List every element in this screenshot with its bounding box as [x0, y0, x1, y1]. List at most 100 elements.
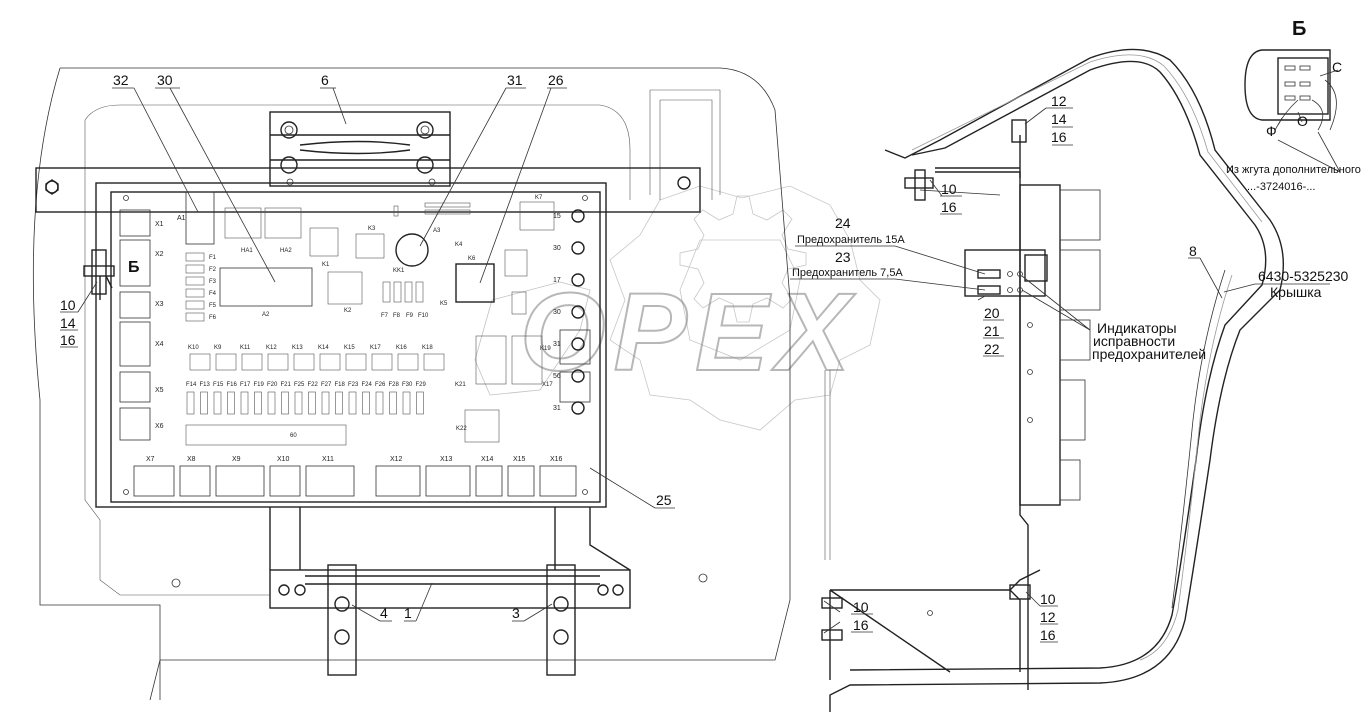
relay-label: K16	[396, 345, 407, 351]
view-marker-b: Б	[128, 259, 140, 276]
fuse	[186, 391, 195, 415]
label-indicators-2: исправности	[1093, 333, 1175, 349]
left-clip	[83, 249, 115, 300]
fuse-label: F27	[321, 382, 332, 388]
label-x1: X1	[155, 221, 164, 228]
watermark-gear	[609, 185, 881, 431]
label-f10: F10	[418, 313, 429, 319]
fuse-label: F30	[402, 382, 413, 388]
label-f3: F3	[209, 279, 217, 285]
connector	[375, 465, 421, 497]
relay	[319, 353, 341, 371]
label-indicators-3: предохранителей	[1092, 346, 1206, 362]
left-connectors: X1 X2 X3 X4 X5 X6	[119, 209, 164, 441]
fuse	[375, 391, 384, 415]
callout-4: 4	[380, 605, 388, 621]
callout-m16: 16	[941, 199, 957, 215]
callout-20: 20	[984, 305, 1000, 321]
fuse	[308, 391, 316, 415]
connector	[305, 465, 355, 497]
relay-label: K9	[214, 345, 222, 351]
label-cover-name: Крышка	[1270, 284, 1322, 300]
label-x17: X17	[542, 382, 553, 388]
fuse-label: F24	[362, 382, 373, 388]
connector-label: X13	[440, 456, 453, 463]
relay-label: K13	[292, 345, 303, 351]
fuse-label: F13	[200, 382, 211, 388]
terminal	[571, 337, 585, 351]
callout-1: 1	[404, 605, 412, 621]
fuse	[335, 391, 343, 415]
fuse-label: F16	[227, 382, 238, 388]
label-ha1: HA1	[241, 248, 253, 254]
callout-23: 23	[835, 249, 851, 265]
connector-label: X12	[390, 456, 403, 463]
callout-25: 25	[656, 492, 672, 508]
watermark-label: OPEX	[520, 271, 856, 394]
callout-31: 31	[507, 72, 523, 88]
callout-br12: 12	[1040, 609, 1056, 625]
fuse-label: F26	[375, 382, 386, 388]
relay-label: K15	[344, 345, 355, 351]
fuse	[227, 391, 235, 415]
label-f2: F2	[209, 267, 217, 273]
label-x3: X3	[155, 301, 164, 308]
callout-24: 24	[835, 215, 851, 231]
label-f8: F8	[393, 313, 401, 319]
top-bracket	[269, 111, 451, 187]
fuse-label: F18	[335, 382, 346, 388]
callout-26: 26	[548, 72, 564, 88]
label-indicators-1: Индикаторы	[1097, 320, 1177, 336]
connector	[507, 465, 535, 497]
callout-r16: 16	[1051, 129, 1067, 145]
label-harness-1: Из жгута дополнительного	[1226, 164, 1361, 176]
label-a3: A3	[433, 228, 441, 234]
label-k19: K19	[540, 346, 551, 352]
fuse	[240, 391, 249, 415]
label-harness-2: ...-3724016-...	[1247, 181, 1316, 193]
fuse-label: F29	[416, 382, 427, 388]
connector	[425, 465, 471, 497]
terminal-label: 31	[553, 405, 561, 412]
connector-label: X8	[187, 456, 196, 463]
left-callouts: 32 30 6 31 26 25 4 1 3 10 14 16 Б	[60, 72, 675, 622]
relay-label: K10	[188, 345, 199, 351]
label-k7: K7	[535, 195, 543, 201]
callout-view-o: О	[1297, 113, 1308, 129]
fuse-label: F14	[186, 382, 197, 388]
label-k4: K4	[455, 242, 463, 248]
label-f9: F9	[406, 313, 414, 319]
terminal-label: 30	[553, 245, 561, 252]
fuse	[267, 391, 276, 415]
label-fuse60: 60	[290, 433, 297, 439]
terminal	[571, 305, 585, 319]
lower-bracket	[269, 507, 631, 676]
fuse-label: F17	[240, 382, 251, 388]
label-a1: A1	[177, 215, 186, 222]
callout-view-f: Ф	[1266, 123, 1277, 139]
label-k21: K21	[455, 382, 466, 388]
label-k2: K2	[344, 308, 352, 314]
callout-32: 32	[113, 72, 129, 88]
relay	[241, 353, 263, 371]
board-components: A1 HA1 HA2 A2 K1 K2 K3 A3 K4 KK1 K5 K6 K…	[177, 191, 591, 446]
fuse-relay-board-frame	[95, 182, 607, 508]
view-b-detail: Б С Ф О Из жгута дополнительного ...-372…	[1226, 18, 1361, 193]
label-k6: K6	[468, 256, 476, 262]
connector	[475, 465, 503, 497]
terminal	[571, 209, 585, 223]
terminal-label: 56	[553, 373, 561, 380]
terminal-label: 17	[553, 277, 561, 284]
callout-bl10: 10	[853, 599, 869, 615]
label-f6: F6	[209, 315, 217, 321]
connector	[215, 465, 265, 497]
relay-label: K17	[370, 345, 381, 351]
callout-view-c: С	[1332, 59, 1342, 75]
callout-left-14: 14	[60, 315, 76, 331]
right-callouts: 12 14 16 10 16 24 Предохранитель 15А 23 …	[790, 93, 1349, 643]
label-x5: X5	[155, 387, 164, 394]
callout-r12: 12	[1051, 93, 1067, 109]
relay	[423, 353, 445, 371]
